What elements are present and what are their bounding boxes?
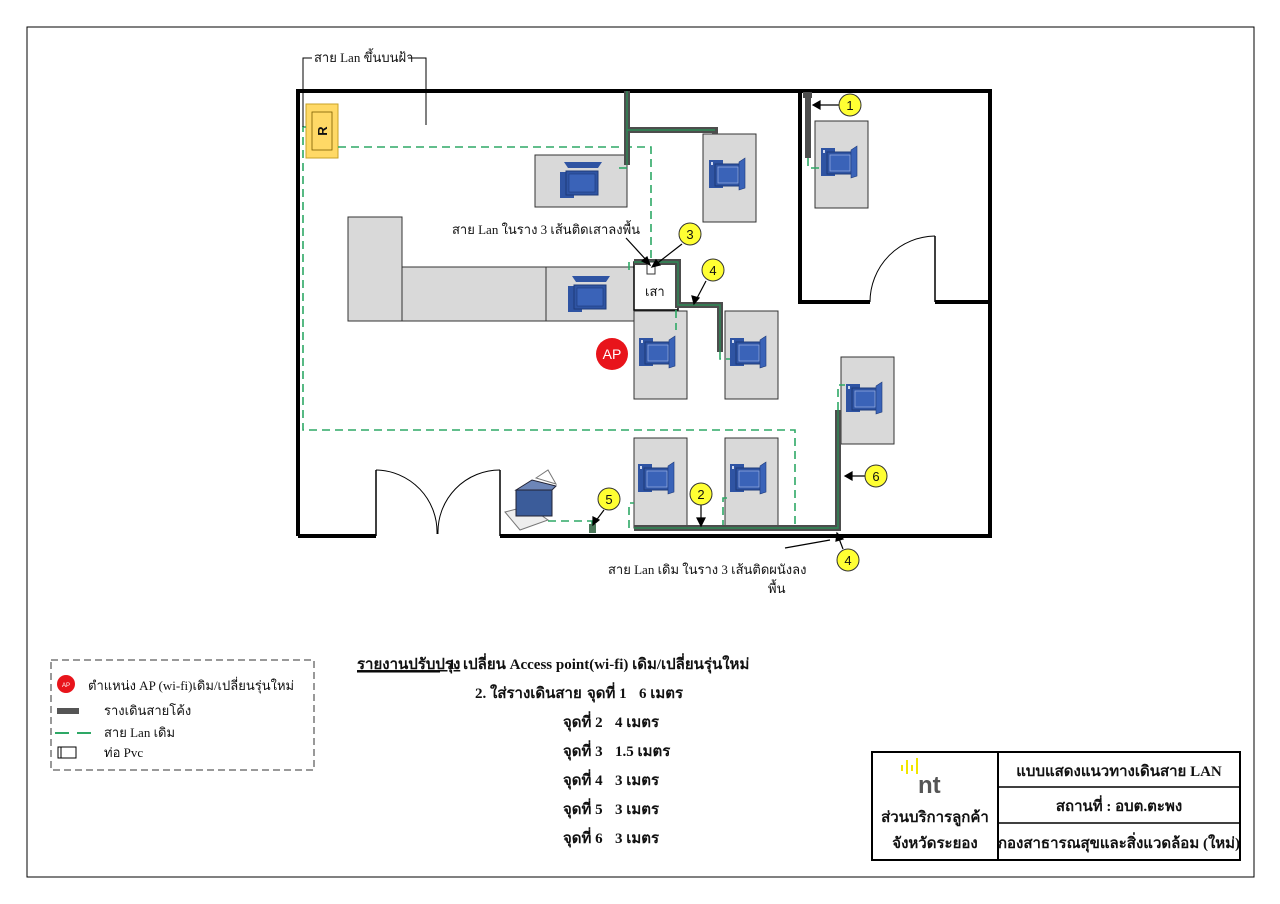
svg-text:จุดที่ 2: จุดที่ 2 — [563, 711, 603, 732]
svg-text:3 เมตร: 3 เมตร — [615, 802, 660, 818]
svg-text:จุดที่ 4: จุดที่ 4 — [563, 769, 603, 790]
title-block: nt ส่วนบริการลูกค้า จังหวัดระยอง แบบแสดง… — [871, 751, 1241, 861]
door-main-entrance[interactable] — [375, 469, 501, 536]
svg-text:เสา: เสา — [645, 284, 665, 299]
svg-text:1: 1 — [846, 98, 853, 113]
desk-8 — [724, 437, 779, 529]
door-inner-room[interactable] — [869, 235, 936, 303]
page-frame — [26, 26, 1255, 878]
svg-text:nt: nt — [918, 772, 941, 799]
lan-ceiling-label: สาย Lan ขึ้นบนฝ้า — [314, 48, 413, 65]
legend-pvc-label: ท่อ Pvc — [104, 745, 143, 760]
svg-text:จุดที่ 3: จุดที่ 3 — [563, 740, 603, 761]
desk-5 — [724, 310, 779, 400]
lan-wall-label-cont: พื้น — [768, 579, 786, 596]
svg-text:4: 4 — [709, 263, 716, 278]
legend: AP ตำแหน่ง AP (wi-fi)เดิม/เปลี่ยนรุ่นใหม… — [50, 659, 315, 771]
point-marker-2[interactable]: 2 — [689, 482, 713, 506]
pillar: เสา — [633, 261, 679, 311]
svg-text:AP: AP — [603, 346, 622, 362]
svg-text:จุดที่ 5: จุดที่ 5 — [563, 798, 603, 819]
printer-icon — [504, 469, 558, 531]
report-item-2: 2. ใส่รางเดินสาย — [475, 684, 582, 702]
pvc-icon — [57, 746, 77, 759]
desk-2 — [702, 133, 757, 223]
svg-text:5: 5 — [605, 492, 612, 507]
svg-text:3 เมตร: 3 เมตร — [615, 773, 660, 789]
location: สถานที่ : อบต.ตะพง — [1056, 795, 1182, 815]
lan-pillar-label: สาย Lan ในราง 3 เส้นติดเสาลงพื้น — [452, 220, 640, 237]
svg-text:2: 2 — [697, 487, 704, 502]
point-marker-1[interactable]: 1 — [838, 93, 862, 117]
point-marker-4[interactable]: 4 — [701, 258, 725, 282]
department: กองสาธารณสุขและสิ่งแวดล้อม (ใหม่) — [998, 832, 1240, 853]
svg-text:3 เมตร: 3 เมตร — [615, 831, 660, 847]
desk-1 — [534, 154, 628, 208]
svg-text:จุดที่ 6: จุดที่ 6 — [563, 827, 603, 848]
nt-logo: nt — [901, 758, 941, 799]
legend-conduit-label: รางเดินสายโค้ง — [104, 703, 191, 718]
counter — [347, 216, 635, 322]
svg-text:1.5 เมตร: 1.5 เมตร — [615, 744, 671, 760]
pvc-pipe — [646, 261, 656, 275]
router: R — [305, 103, 339, 159]
drawing-title: แบบแสดงแนวทางเดินสาย LAN — [1016, 762, 1222, 780]
ceiling-cable-bracket — [302, 57, 427, 127]
svg-text:6 เมตร: 6 เมตร — [639, 686, 684, 702]
org-province: จังหวัดระยอง — [892, 835, 977, 852]
improvement-report: รายงานปรับปรุง 1. เปลี่ยน Access point(w… — [357, 653, 749, 848]
svg-text:4: 4 — [844, 553, 851, 568]
svg-text:4 เมตร: 4 เมตร — [615, 715, 660, 731]
svg-text:3: 3 — [686, 227, 693, 242]
annotation-arrows — [592, 99, 866, 550]
desk-3 — [814, 120, 869, 209]
existing-lan-cables — [302, 126, 845, 528]
svg-text:จุดที่ 1: จุดที่ 1 — [587, 682, 627, 703]
point-marker-3[interactable]: 3 — [678, 222, 702, 246]
svg-text:AP: AP — [62, 683, 70, 689]
desk-7 — [633, 437, 688, 529]
legend-ap-label: ตำแหน่ง AP (wi-fi)เดิม/เปลี่ยนรุ่นใหม่ — [88, 677, 294, 694]
desk-6 — [840, 356, 895, 445]
svg-text:R: R — [315, 126, 330, 136]
report-item-1: 1. เปลี่ยน Access point(wi-fi) เดิม/เปลี… — [448, 653, 749, 674]
lan-wall-label: สาย Lan เดิม ในราง 3 เส้นติดผนังลง — [608, 562, 806, 577]
conduit-icon — [57, 708, 79, 714]
legend-lan-label: สาย Lan เดิม — [104, 725, 175, 740]
point-marker-4[interactable]: 4 — [836, 548, 860, 572]
point-marker-5[interactable]: 5 — [597, 487, 621, 511]
access-point-marker[interactable]: AP — [596, 338, 628, 370]
report-heading: รายงานปรับปรุง — [357, 656, 460, 674]
ap-icon — [57, 675, 75, 693]
walls — [296, 89, 992, 538]
org-name: ส่วนบริการลูกค้า — [881, 808, 989, 827]
point-marker-6[interactable]: 6 — [864, 464, 888, 488]
cable-conduits — [589, 91, 841, 533]
svg-text:6: 6 — [872, 469, 879, 484]
desk-4 — [633, 310, 688, 400]
